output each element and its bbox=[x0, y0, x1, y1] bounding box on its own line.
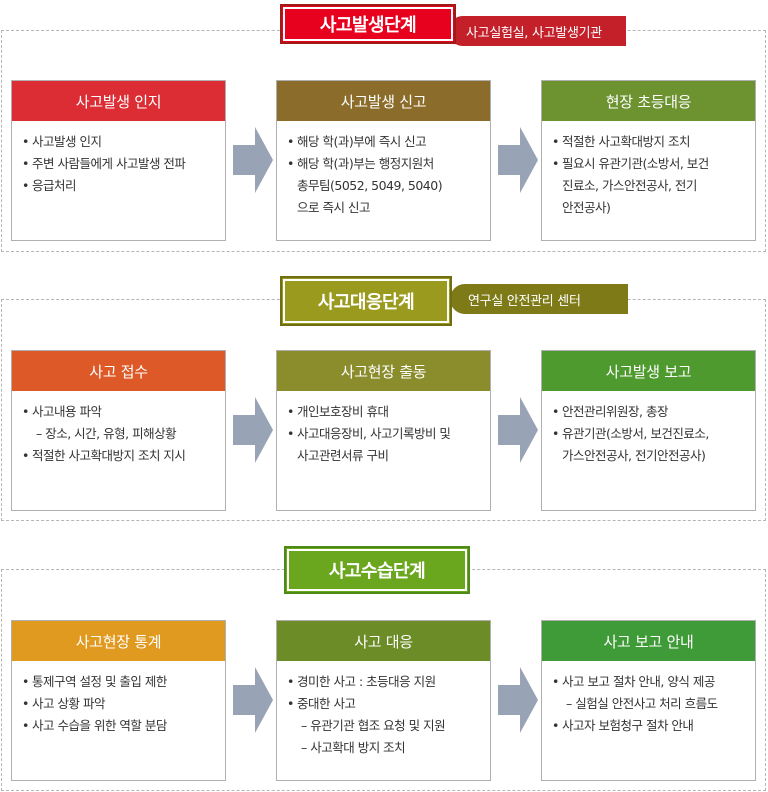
flow-arrow-icon bbox=[498, 127, 538, 193]
card-occurrence-report: 사고발생 보고 안전관리위원장, 총장유관기관(소방서, 보건진료소, 가스안전공… bbox=[541, 350, 756, 511]
list-item-detail: – 장소, 시간, 유형, 피해상황 bbox=[36, 426, 177, 441]
list-item: 사고자 보험청구 절차 안내 bbox=[552, 715, 747, 737]
list-item: 사고 수습을 위한 역할 분담 bbox=[22, 715, 217, 737]
list-item-detail: 진료소, 가스안전공사, 전기 bbox=[562, 178, 697, 193]
card-body: 통제구역 설정 및 출입 제한사고 상황 파악사고 수습을 위한 역할 분담 bbox=[12, 661, 225, 745]
card-body: 사고발생 인지주변 사람들에게 사고발생 전파응급처리 bbox=[12, 121, 225, 205]
list-item: 사고발생 인지 bbox=[22, 131, 217, 153]
list-item-detail: – 유관기관 협조 요청 및 지원 bbox=[301, 718, 446, 733]
card-site-control: 사고현장 통계 통제구역 설정 및 출입 제한사고 상황 파악사고 수습을 위한… bbox=[11, 620, 226, 781]
list-item: 사고대응장비, 사고기록방비 및 bbox=[287, 423, 482, 445]
flow-arrow-icon bbox=[233, 127, 273, 193]
card-accident-report: 사고발생 신고 해당 학(과)부에 즉시 신고해당 학(과)부는 행정지원처총무… bbox=[276, 80, 491, 241]
list-item-detail: – 사고확대 방지 조치 bbox=[301, 740, 406, 755]
list-item-detail: 사고관련서류 구비 bbox=[297, 448, 389, 463]
list-item: 응급처리 bbox=[22, 175, 217, 197]
list-item: 해당 학(과)부는 행정지원처 bbox=[287, 153, 482, 175]
card-accident-recognition: 사고발생 인지 사고발생 인지주변 사람들에게 사고발생 전파응급처리 bbox=[11, 80, 226, 241]
card-title: 사고 접수 bbox=[12, 351, 225, 391]
card-report-guidance: 사고 보고 안내 사고 보고 절차 안내, 양식 제공 – 실험실 안전사고 처리… bbox=[541, 620, 756, 781]
list-item: 안전관리위원장, 총장 bbox=[552, 401, 747, 423]
card-title: 사고 보고 안내 bbox=[542, 621, 755, 661]
card-title: 사고발생 신고 bbox=[277, 81, 490, 121]
list-item-detail: 총무팀(5052, 5049, 5040) bbox=[297, 178, 443, 193]
flow-arrow-icon bbox=[233, 667, 273, 733]
list-item: 필요시 유관기관(소방서, 보건 bbox=[552, 153, 747, 175]
list-item: 유관기관(소방서, 보건진료소, bbox=[552, 423, 747, 445]
card-title: 사고현장 통계 bbox=[12, 621, 225, 661]
card-accident-intake: 사고 접수 사고내용 파악 – 장소, 시간, 유형, 피해상황적절한 사고확대방… bbox=[11, 350, 226, 511]
phase-title: 사고대응단계 bbox=[280, 276, 452, 326]
list-item: 사고 보고 절차 안내, 양식 제공 bbox=[552, 671, 747, 693]
list-item-detail: 으로 즉시 신고 bbox=[297, 200, 370, 215]
list-item: 적절한 사고확대방지 조치 bbox=[552, 131, 747, 153]
card-site-dispatch: 사고현장 출동 개인보호장비 휴대사고대응장비, 사고기록방비 및사고관련서류 … bbox=[276, 350, 491, 511]
list-item: 주변 사람들에게 사고발생 전파 bbox=[22, 153, 217, 175]
list-item-detail: 안전공사) bbox=[562, 200, 611, 215]
list-item: 통제구역 설정 및 출입 제한 bbox=[22, 671, 217, 693]
list-item: 해당 학(과)부에 즉시 신고 bbox=[287, 131, 482, 153]
stage-tag: 연구실 안전관리 센터 bbox=[450, 284, 628, 314]
card-body: 사고 보고 절차 안내, 양식 제공 – 실험실 안전사고 처리 흐름도사고자 보… bbox=[542, 661, 755, 745]
phase-title: 사고발생단계 bbox=[280, 4, 456, 44]
flow-arrow-icon bbox=[498, 667, 538, 733]
card-body: 경미한 사고 : 초등대응 지원중대한 사고 – 유관기관 협조 요청 및 지원 –… bbox=[277, 661, 490, 767]
list-item: 사고내용 파악 bbox=[22, 401, 217, 423]
flow-arrow-icon bbox=[498, 397, 538, 463]
card-body: 해당 학(과)부에 즉시 신고해당 학(과)부는 행정지원처총무팀(5052, … bbox=[277, 121, 490, 227]
flow-arrow-icon bbox=[233, 397, 273, 463]
phase-title: 사고수습단계 bbox=[284, 546, 470, 594]
list-item: 경미한 사고 : 초등대응 지원 bbox=[287, 671, 482, 693]
card-title: 사고현장 출동 bbox=[277, 351, 490, 391]
list-item: 중대한 사고 bbox=[287, 693, 482, 715]
card-body: 적절한 사고확대방지 조치필요시 유관기관(소방서, 보건진료소, 가스안전공사… bbox=[542, 121, 755, 227]
list-item-detail: – 실험실 안전사고 처리 흐름도 bbox=[566, 696, 718, 711]
card-title: 현장 초등대응 bbox=[542, 81, 755, 121]
card-title: 사고 대응 bbox=[277, 621, 490, 661]
card-body: 사고내용 파악 – 장소, 시간, 유형, 피해상황적절한 사고확대방지 조치 지… bbox=[12, 391, 225, 475]
card-title: 사고발생 인지 bbox=[12, 81, 225, 121]
card-title: 사고발생 보고 bbox=[542, 351, 755, 391]
card-accident-handling: 사고 대응 경미한 사고 : 초등대응 지원중대한 사고 – 유관기관 협조 요청… bbox=[276, 620, 491, 781]
list-item: 개인보호장비 휴대 bbox=[287, 401, 482, 423]
card-body: 안전관리위원장, 총장유관기관(소방서, 보건진료소, 가스안전공사, 전기안전공… bbox=[542, 391, 755, 475]
list-item: 사고 상황 파악 bbox=[22, 693, 217, 715]
list-item: 적절한 사고확대방지 조치 지시 bbox=[22, 445, 217, 467]
card-initial-response: 현장 초등대응 적절한 사고확대방지 조치필요시 유관기관(소방서, 보건진료소… bbox=[541, 80, 756, 241]
stage-tag: 사고실험실, 사고발생기관 bbox=[448, 16, 626, 46]
list-item-detail: 가스안전공사, 전기안전공사) bbox=[562, 448, 706, 463]
